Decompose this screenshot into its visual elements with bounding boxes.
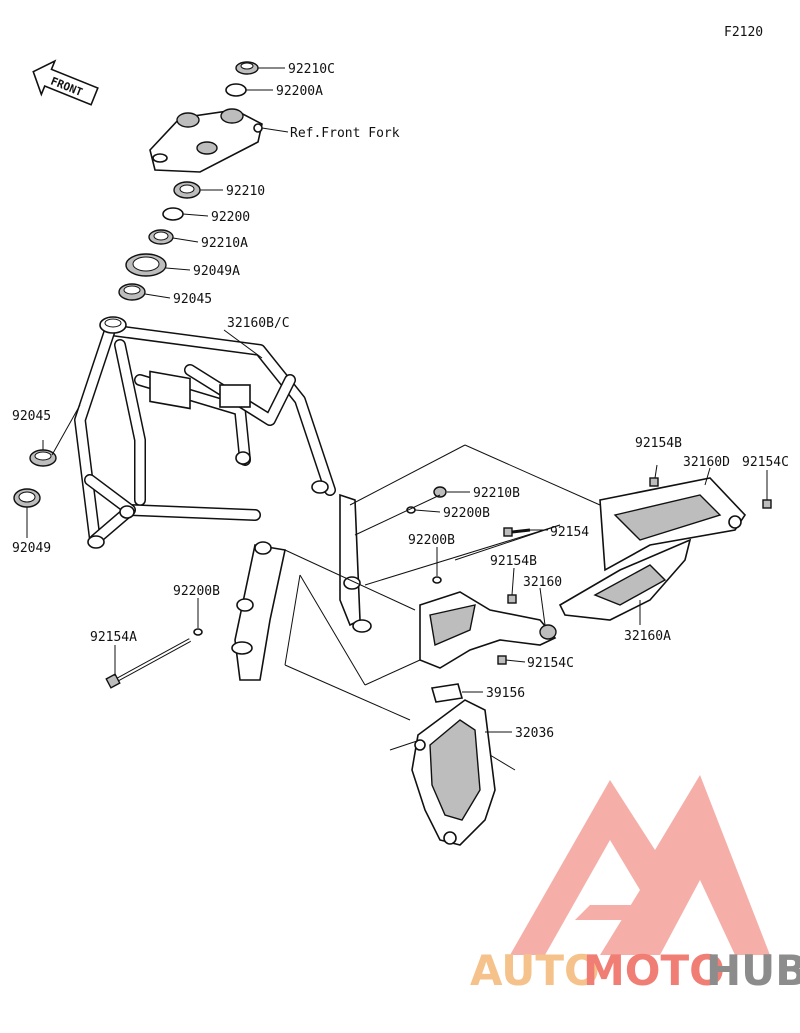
cover-32036 — [411, 699, 496, 846]
callout-92045-top: 92045 — [173, 292, 212, 307]
bolt-92154a — [105, 638, 191, 689]
callout-39156: 39156 — [486, 686, 525, 701]
subframe-32160a — [558, 538, 692, 621]
callout-ref-front-fork: Ref.Front Fork — [290, 126, 400, 141]
callout-32160: 32160 — [523, 575, 562, 590]
callout-92045-left: 92045 — [12, 409, 51, 424]
callout-92200b-center: 92200B — [408, 533, 455, 548]
figure-code: F2120 — [724, 25, 763, 40]
callout-92154a: 92154A — [90, 630, 137, 645]
watermark-text-moto: MOTO — [583, 946, 725, 995]
watermark-text-auto: AUTO — [470, 946, 600, 995]
callout-92049a: 92049A — [193, 264, 240, 279]
watermark-logo — [510, 775, 770, 955]
callout-92154c-top: 92154C — [742, 455, 789, 470]
callout-92200a: 92200A — [276, 84, 323, 99]
front-arrow-icon: FRONT — [32, 59, 99, 106]
washer-92200b-left — [193, 628, 203, 636]
washer-92200b-center — [432, 576, 442, 584]
callout-32160a: 32160A — [624, 629, 671, 644]
bolt-92154 — [503, 527, 531, 537]
watermark-text-hub: HUB — [706, 946, 800, 995]
callout-92210b: 92210B — [473, 486, 520, 501]
callout-92049: 92049 — [12, 541, 51, 556]
callout-92210: 92210 — [226, 184, 265, 199]
callout-92200b-left: 92200B — [173, 584, 220, 599]
leader-lines — [26, 67, 768, 771]
callout-32160bc: 32160B/C — [227, 316, 290, 331]
washer-92200 — [162, 207, 184, 221]
callout-92154b-top: 92154B — [635, 436, 682, 451]
callout-92210c: 92210C — [288, 62, 335, 77]
bolt-92154b-mid — [507, 594, 517, 604]
callout-92200: 92200 — [211, 210, 250, 225]
bracket-32160 — [419, 591, 557, 669]
callout-92154c-low: 92154C — [527, 656, 574, 671]
bolt-92154c-low — [497, 655, 507, 665]
main-frame — [74, 316, 372, 633]
nut-92210b — [433, 486, 447, 498]
callout-92154b-mid: 92154B — [490, 554, 537, 569]
callout-32036: 32036 — [515, 726, 554, 741]
bolt-92154c-top — [762, 499, 772, 509]
callout-92210a: 92210A — [201, 236, 248, 251]
callout-92200b-mid: 92200B — [443, 506, 490, 521]
washer-92200a — [225, 83, 247, 97]
callout-32160d: 32160D — [683, 455, 730, 470]
callout-92154: 92154 — [550, 525, 589, 540]
upper-triple-clamp — [149, 108, 263, 173]
lower-bracket-left — [231, 541, 286, 681]
label-plate-39156 — [430, 683, 464, 703]
subframe-32160d — [599, 477, 747, 572]
bolt-92154b-top — [649, 477, 659, 487]
steering-nut — [235, 61, 259, 75]
